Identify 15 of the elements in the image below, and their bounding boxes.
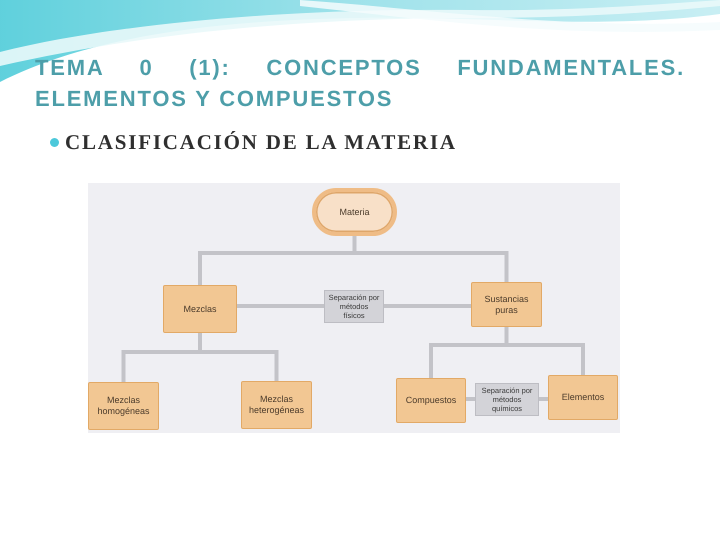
category-box (548, 375, 618, 420)
node-label: Compuestos (406, 395, 456, 406)
node-label: Mezclas heterogéneas (248, 394, 306, 416)
category-box (163, 285, 237, 333)
node-label: Mezclas homogéneas (96, 395, 151, 417)
bullet-heading: CLASIFICACIÓN DE LA MATERIA (65, 130, 457, 154)
category-box (241, 381, 312, 429)
category-box (88, 382, 159, 430)
category-box (471, 282, 542, 327)
slide-title: TEMA 0 (1): CONCEPTOS FUNDAMENTALES. ELEMENTOS Y COMPUESTOS (35, 54, 685, 113)
node-label: Materia (339, 206, 370, 218)
node-label: Mezclas (183, 304, 216, 314)
category-box (396, 378, 466, 423)
node-label: Elementos (562, 392, 604, 403)
node-label: Sustancias puras (483, 294, 530, 316)
